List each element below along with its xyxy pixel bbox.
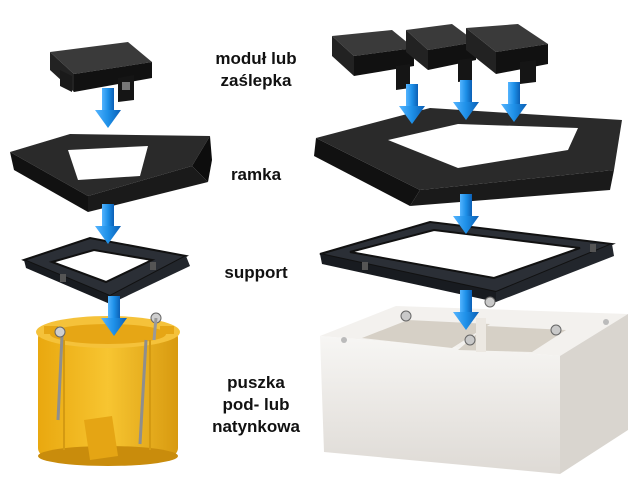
label-frame: ramka <box>230 165 282 184</box>
label-box: puszka pod- lub natynkowa <box>212 373 300 436</box>
arrow-down-2 <box>95 204 121 244</box>
frame-right <box>314 108 622 206</box>
surface-box-white <box>320 296 628 474</box>
support-right <box>319 220 616 302</box>
flush-box-yellow <box>36 312 180 466</box>
module-right-1 <box>332 30 414 90</box>
label-support: support <box>224 263 288 282</box>
module-left <box>50 42 152 102</box>
module-right-3 <box>466 24 548 84</box>
arrow-down-1 <box>95 88 121 128</box>
support-left <box>21 236 190 304</box>
frame-left <box>10 134 212 212</box>
label-module: moduł lub zaślepka <box>215 49 297 90</box>
module-right-2 <box>406 24 476 82</box>
